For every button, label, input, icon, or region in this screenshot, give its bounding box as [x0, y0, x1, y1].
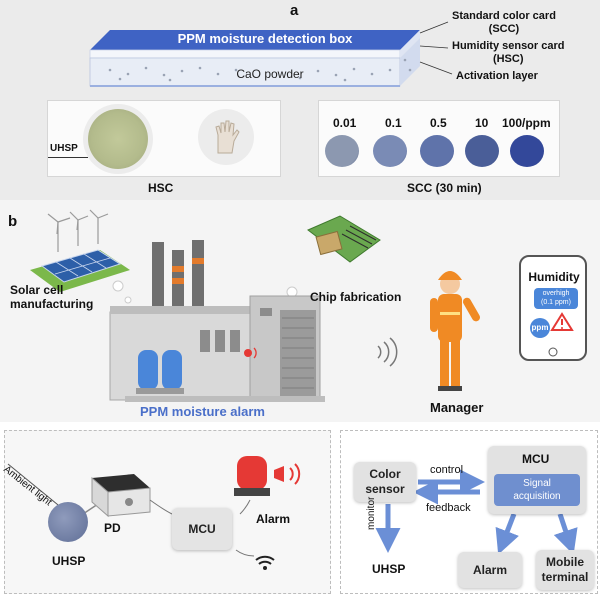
manager-label: Manager	[430, 400, 484, 415]
factory-scene	[30, 209, 587, 402]
ppm-drop-badge: ppm	[530, 318, 550, 338]
monitor-label: monitor	[366, 496, 377, 530]
control-label: control	[430, 464, 464, 476]
pd-label: PD	[104, 521, 121, 535]
scc-swatch-4	[465, 135, 499, 167]
hardware-uhsp-label: UHSP	[52, 554, 86, 568]
factory-caption: PPM moisture alarm	[140, 404, 265, 419]
hsc-uhsp-label: UHSP	[50, 143, 78, 154]
scc-level-2: 0.1	[385, 116, 402, 130]
scc-level-4: 10	[475, 116, 489, 130]
phone-alert-badge: overhigh (0.1 ppm)	[534, 288, 578, 309]
solar-cell-label: Solar cell manufacturing	[10, 283, 94, 311]
cao-powder-label: CaO powder	[236, 67, 304, 81]
scc-level-3: 0.5	[430, 116, 447, 130]
feedback-label: feedback	[426, 502, 471, 514]
glove-icon	[215, 120, 240, 154]
hsc-card	[47, 100, 281, 177]
scc-caption: SCC (30 min)	[407, 181, 482, 195]
flow-diagram-arrows	[375, 469, 578, 555]
chip-fabrication-label: Chip fabrication	[310, 290, 402, 304]
detection-box-illustration	[89, 21, 453, 87]
scc-level-1: 0.01	[333, 116, 357, 130]
panel-a-letter: a	[290, 2, 299, 19]
scc-level-5: 100/ppm	[502, 116, 551, 130]
hardware-setup-diagram	[7, 456, 301, 570]
phone-title: Humidity	[528, 270, 580, 284]
panel-b-letter: b	[8, 213, 18, 230]
scc-swatch-2	[373, 135, 407, 167]
annotation-scc: Standard color card (SCC)	[452, 10, 556, 35]
hardware-mcu-box: MCU	[172, 508, 232, 550]
glove-sample	[198, 109, 254, 165]
hardware-alarm-label: Alarm	[256, 512, 291, 526]
color-sensor-box: Color sensor	[354, 462, 416, 502]
signal-acquisition-box: Signal acquisition	[494, 474, 580, 506]
annotation-hsc: Humidity sensor card (HSC)	[452, 40, 565, 65]
uhsp-sensor-disc	[48, 502, 88, 542]
flow-mcu-title: MCU	[522, 452, 550, 466]
wifi-icon	[255, 555, 275, 570]
mobile-terminal-box: Mobile terminal	[536, 550, 594, 590]
flow-uhsp-label: UHSP	[372, 562, 406, 576]
uhsp-sample	[88, 109, 148, 169]
hsc-caption: HSC	[148, 181, 174, 195]
scc-swatch-5	[510, 135, 544, 167]
flow-alarm-box: Alarm	[458, 552, 522, 588]
scc-swatch-3	[420, 135, 454, 167]
detection-box-title: PPM moisture detection box	[177, 31, 353, 46]
scc-swatch-1	[325, 135, 359, 167]
annotation-activation-layer: Activation layer	[456, 70, 538, 82]
